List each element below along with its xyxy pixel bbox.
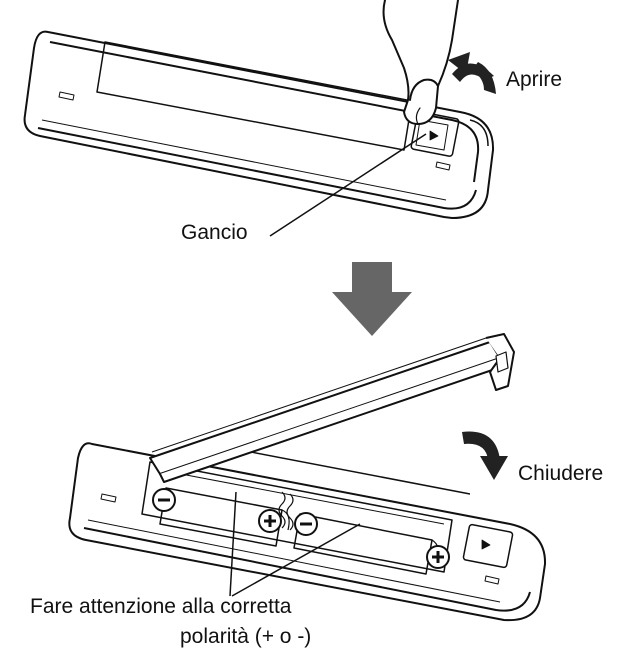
plus-icon	[258, 509, 282, 533]
polarity-label-line2: polarità (+ o -)	[180, 625, 312, 648]
minus-icon	[152, 488, 176, 512]
curved-arrow-close-icon	[462, 431, 508, 480]
close-label: Chiudere	[518, 462, 604, 485]
curved-arrow-open-icon	[448, 52, 496, 94]
polarity-label-line1: Fare attenzione alla corretta	[30, 595, 292, 618]
remote-closed	[23, 30, 495, 219]
open-label: Aprire	[506, 68, 563, 91]
down-arrow-icon	[332, 262, 412, 336]
battery-cover-lifted	[149, 333, 515, 483]
minus-icon	[294, 512, 318, 536]
hand-icon	[382, 0, 459, 125]
polarity-leader-lines	[229, 491, 361, 597]
hook-label: Gancio	[181, 221, 248, 244]
plus-icon	[426, 545, 450, 569]
hook-leader-line	[269, 133, 427, 237]
